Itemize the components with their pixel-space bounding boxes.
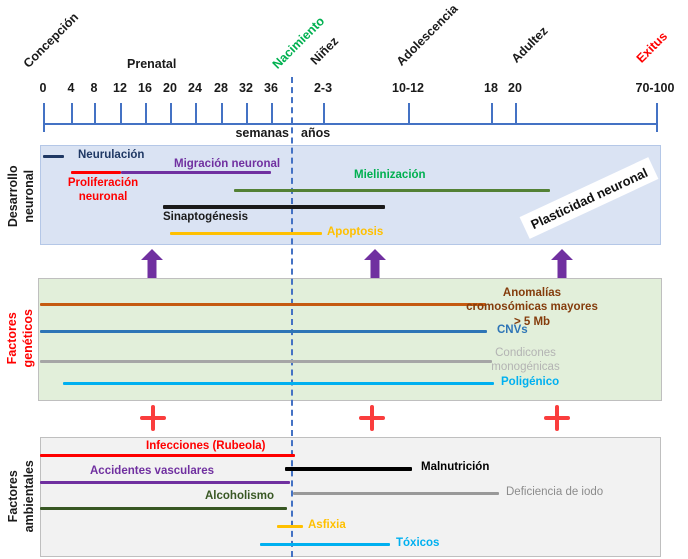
cnvs-label: CNVs xyxy=(497,324,528,336)
toxicos-label: Tóxicos xyxy=(396,537,440,549)
sinaptogenesis-label: Sinaptogénesis xyxy=(163,211,248,223)
week-tick-label: 28 xyxy=(214,81,228,95)
axis-tick xyxy=(656,103,658,132)
migracion-label: Migración neuronal xyxy=(174,158,281,170)
axis-tick xyxy=(94,103,96,124)
axis-tick xyxy=(145,103,147,124)
accidentes-label: Accidentes vasculares xyxy=(90,465,215,477)
birth-dashed-line xyxy=(291,77,293,557)
plus-icon xyxy=(544,405,570,431)
asfixia-bar xyxy=(277,525,303,528)
monogenicas-bar xyxy=(40,360,492,363)
year-tick-label: 70-100 xyxy=(635,81,675,95)
axis-tick xyxy=(221,103,223,124)
toxicos-bar xyxy=(260,543,390,546)
year-tick-label: 10-12 xyxy=(392,81,424,95)
year-tick-label: 18 xyxy=(484,81,498,95)
anomalias-label: Anomalías cromosómicas mayores > 5 Mb xyxy=(466,287,598,328)
up-arrow-icon xyxy=(364,249,386,278)
panel-title-factores-ambientales: Factores ambientales xyxy=(5,460,36,533)
axis-tick xyxy=(515,103,517,124)
panel-desarrollo-neuronal xyxy=(40,145,661,245)
axis-tick xyxy=(195,103,197,124)
accidentes-bar xyxy=(40,481,290,484)
week-tick-label: 24 xyxy=(188,81,202,95)
week-tick-label: 0 xyxy=(39,81,47,95)
panel-factores-geneticos xyxy=(38,278,662,401)
neurulacion-label: Neurulación xyxy=(78,149,145,161)
week-tick-label: 20 xyxy=(163,81,177,95)
malnutricion-bar xyxy=(285,467,412,471)
axis-tick xyxy=(246,103,248,124)
axis-tick xyxy=(71,103,73,124)
axis-tick xyxy=(120,103,122,124)
up-arrow-icon xyxy=(551,249,573,278)
poligenico-label: Poligénico xyxy=(501,376,560,388)
year-tick-label: 2-3 xyxy=(313,81,333,95)
proliferacion-label: Proliferación neuronal xyxy=(67,177,139,204)
proliferacion-bar xyxy=(71,171,121,174)
asfixia-label: Asfixia xyxy=(308,519,346,531)
week-tick-label: 12 xyxy=(113,81,127,95)
poligenico-bar xyxy=(63,382,494,385)
axis-tick xyxy=(170,103,172,124)
mielinizacion-label: Mielinización xyxy=(354,169,426,181)
up-arrow-icon xyxy=(141,249,163,278)
axis-tick xyxy=(271,103,273,124)
axis-tick xyxy=(323,103,325,124)
unit-label-weeks: semanas xyxy=(235,126,289,140)
monogenicas-label: Condicones monogénicas xyxy=(491,347,560,374)
cnvs-bar xyxy=(40,330,487,333)
week-tick-label: 36 xyxy=(264,81,278,95)
alcoholismo-bar xyxy=(40,507,287,510)
axis-tick xyxy=(491,103,493,124)
axis-tick xyxy=(43,103,45,132)
infecciones-bar xyxy=(40,454,295,457)
axis-tick xyxy=(408,103,410,124)
year-tick-label: 20 xyxy=(508,81,522,95)
panel-title-factores-geneticos: Factores genéticos xyxy=(4,309,35,368)
apoptosis-label: Apoptosis xyxy=(327,226,384,238)
neurulacion-bar xyxy=(43,155,64,158)
stage-label-exitus: Exitus xyxy=(633,29,671,66)
panel-title-desarrollo-neuronal: Desarrollo neuronal xyxy=(5,165,36,228)
plus-icon xyxy=(359,405,385,431)
malnutricion-label: Malnutrición xyxy=(421,461,490,473)
week-tick-label: 16 xyxy=(138,81,152,95)
deficiencia-label: Deficiencia de iodo xyxy=(506,486,604,498)
week-tick-label: 32 xyxy=(239,81,253,95)
panel-factores-ambientales xyxy=(40,437,661,557)
stage-label-prenatal: Prenatal xyxy=(127,57,177,71)
stage-label-concepcion: Concepción xyxy=(20,10,82,71)
apoptosis-bar xyxy=(170,232,322,235)
time-axis xyxy=(43,123,657,125)
anomalias-bar xyxy=(40,303,486,306)
stage-label-adultez: Adultez xyxy=(508,23,551,66)
week-tick-label: 8 xyxy=(90,81,98,95)
deficiencia-bar xyxy=(293,492,499,495)
sinaptogenesis-bar xyxy=(163,205,385,209)
unit-label-years: años xyxy=(301,126,331,140)
migracion-bar xyxy=(121,171,271,174)
infecciones-label: Infecciones (Rubeola) xyxy=(146,440,266,452)
mielinizacion-bar xyxy=(234,189,550,192)
plus-icon xyxy=(140,405,166,431)
week-tick-label: 4 xyxy=(67,81,75,95)
alcoholismo-label: Alcoholismo xyxy=(205,490,275,502)
stage-label-adolescencia: Adolescencia xyxy=(393,1,461,69)
